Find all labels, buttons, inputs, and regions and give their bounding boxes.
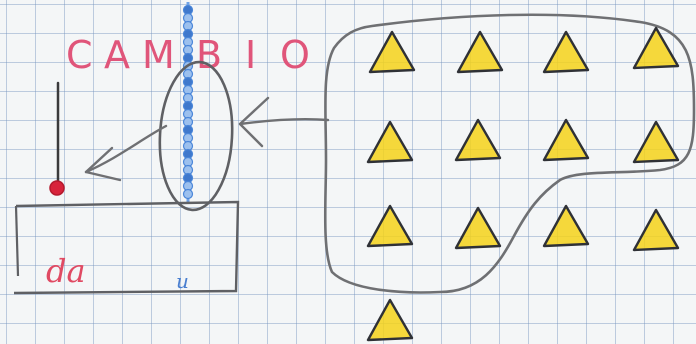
yellow-triangle [456, 208, 500, 248]
arrow-to-red-bead [86, 126, 166, 180]
title-letter-o: O [280, 33, 310, 77]
place-value-box: da u [14, 202, 238, 293]
blue-bead [184, 190, 193, 199]
yellow-triangle [634, 122, 678, 162]
title-letter-c: C [66, 33, 93, 77]
yellow-triangle [368, 206, 412, 246]
bead-group-oval [156, 60, 236, 212]
yellow-triangle [456, 120, 500, 160]
title-letter-b: B [196, 33, 222, 77]
yellow-triangle [634, 210, 678, 250]
yellow-triangle [368, 122, 412, 162]
title-letter-a: A [104, 33, 130, 77]
blue-abacus-rod [184, 2, 193, 202]
yellow-triangle [544, 120, 588, 160]
red-bead [50, 181, 64, 195]
left-abacus-rod [50, 83, 64, 195]
blue-beads [184, 6, 193, 199]
yellow-triangle [368, 300, 412, 340]
box-label-right: u [176, 269, 189, 293]
arrow-to-oval [240, 98, 328, 146]
yellow-triangle [544, 32, 588, 72]
yellow-triangle [544, 206, 588, 246]
yellow-triangle [458, 32, 502, 72]
title-letter-i: I [245, 33, 256, 77]
yellow-triangle [370, 32, 414, 72]
title-letter-m: M [142, 33, 175, 77]
box-label-left: da [46, 252, 86, 290]
